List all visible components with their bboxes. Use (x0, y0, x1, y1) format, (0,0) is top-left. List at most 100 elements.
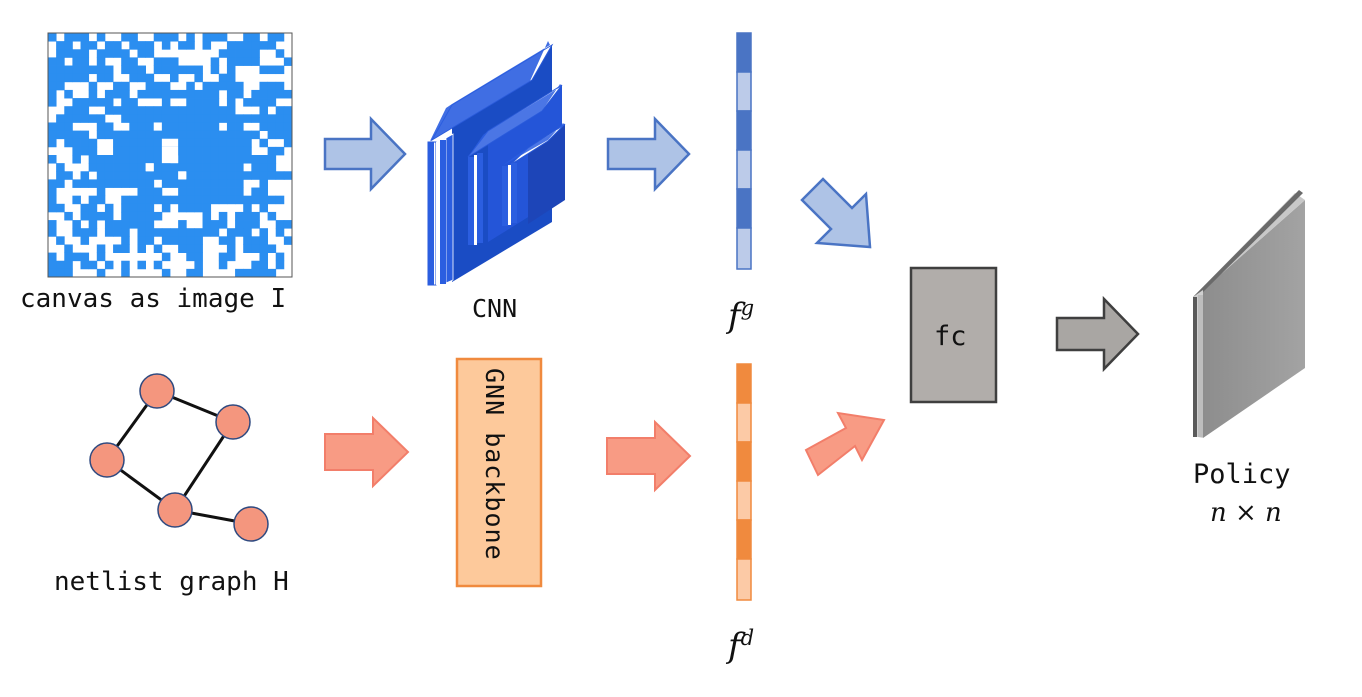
canvas-pixel (121, 146, 130, 156)
canvas-pixel (186, 106, 195, 115)
canvas-pixel (218, 49, 228, 58)
canvas-pixel (104, 130, 114, 140)
canvas-pixel (48, 220, 57, 229)
canvas-pixel (96, 98, 106, 107)
canvas-pixel (121, 130, 130, 140)
canvas-pixel (226, 195, 236, 205)
canvas-pixel (145, 49, 155, 58)
canvas-pixel (88, 228, 98, 237)
canvas-pixel (72, 179, 81, 188)
canvas-pixel (96, 187, 106, 197)
canvas-pixel (104, 73, 114, 83)
canvas-pixel (283, 106, 293, 115)
canvas-pixel (48, 73, 57, 83)
canvas-pixel (72, 220, 81, 229)
canvas-pixel (170, 73, 179, 83)
canvas-pixel (137, 49, 146, 58)
canvas-pixel (48, 122, 57, 131)
canvas-pixel (161, 41, 171, 50)
canvas-pixel (178, 146, 187, 156)
canvas-pixel (226, 130, 236, 140)
canvas-pixel (178, 122, 187, 131)
canvas-pixel (194, 179, 203, 188)
canvas-pixel (275, 114, 285, 123)
canvas-pixel (145, 130, 155, 140)
fd-vector (736, 363, 752, 601)
canvas-pixel (218, 130, 228, 140)
canvas-pixel (267, 163, 277, 172)
canvas-pixel (137, 244, 146, 253)
canvas-pixel (251, 98, 260, 107)
canvas-pixel (137, 138, 146, 148)
canvas-pixel (145, 179, 155, 188)
canvas-pixel (153, 138, 163, 148)
canvas-pixel (178, 228, 187, 237)
canvas-pixel (178, 138, 187, 148)
canvas-pixel (153, 130, 163, 140)
canvas-pixel (129, 203, 138, 213)
canvas-pixel (48, 65, 57, 75)
canvas-pixel (194, 106, 203, 115)
canvas-pixel (96, 171, 106, 180)
canvas-pixel (56, 114, 65, 123)
canvas-pixel (56, 203, 65, 213)
canvas-pixel-blank (161, 146, 170, 155)
canvas-pixel (145, 195, 155, 205)
canvas-pixel (145, 171, 155, 180)
canvas-pixel (218, 260, 228, 270)
canvas-pixel (129, 211, 138, 221)
canvas-pixel (259, 187, 268, 197)
canvas-pixel (48, 138, 57, 148)
cnn-label: CNN (472, 294, 518, 323)
canvas-pixel (267, 268, 277, 278)
canvas-pixel (226, 252, 236, 262)
canvas-pixel (137, 228, 146, 237)
canvas-pixel (88, 195, 98, 205)
canvas-pixel (226, 114, 236, 123)
canvas-pixel (218, 252, 228, 262)
canvas-pixel (218, 114, 228, 123)
canvas-pixel (64, 33, 73, 42)
canvas-pixel (267, 130, 277, 140)
canvas-pixel (210, 122, 220, 131)
canvas-pixel (235, 130, 244, 140)
canvas-pixel (113, 171, 122, 180)
canvas-pixel (275, 89, 285, 99)
canvas-pixel (129, 57, 138, 66)
canvas-pixel (259, 171, 268, 180)
canvas-pixel (178, 155, 187, 164)
fd-label-sup: d (740, 625, 755, 651)
canvas-pixel (88, 41, 98, 50)
graph-node (215, 404, 251, 440)
canvas-pixel (72, 130, 81, 140)
canvas-pixel (80, 73, 90, 83)
canvas-pixel (64, 171, 73, 180)
canvas-pixel (283, 236, 293, 245)
canvas-pixel (121, 163, 130, 172)
canvas-pixel (80, 146, 90, 156)
canvas-pixel-blank (170, 138, 179, 147)
canvas-pixel (186, 138, 195, 148)
canvas-pixel (88, 163, 98, 172)
canvas-pixel (145, 89, 155, 99)
canvas-pixel-blank (145, 163, 154, 172)
canvas-pixel (186, 41, 195, 50)
canvas-pixel (251, 114, 260, 123)
canvas-pixel (121, 220, 130, 229)
canvas-pixel (64, 89, 73, 99)
canvas-pixel (96, 33, 106, 42)
canvas-pixel (161, 252, 171, 262)
canvas-pixel (137, 171, 146, 180)
canvas-pixel (210, 146, 220, 156)
canvas-pixel (72, 65, 81, 75)
canvas-pixel (283, 130, 293, 140)
canvas-pixel (226, 179, 236, 188)
canvas-pixel (235, 268, 244, 278)
canvas-pixel (88, 179, 98, 188)
canvas-pixel (56, 57, 65, 66)
canvas-pixel (48, 89, 57, 99)
canvas-pixel (153, 114, 163, 123)
canvas-pixel (251, 155, 260, 164)
canvas-pixel (153, 155, 163, 164)
canvas-pixel (259, 89, 268, 99)
